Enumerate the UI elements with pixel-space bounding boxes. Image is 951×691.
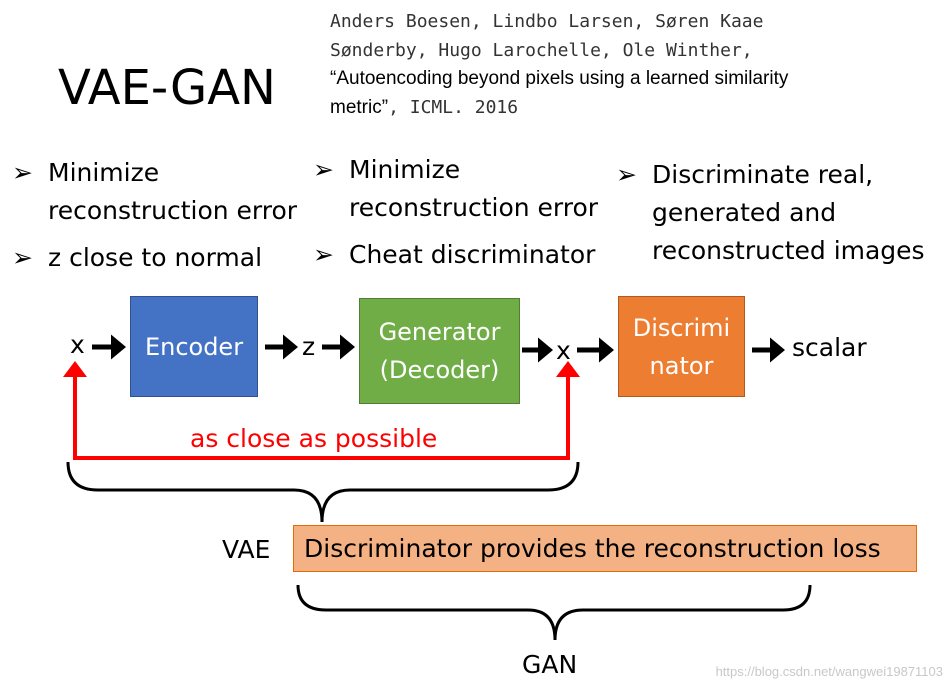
scalar-label: scalar <box>792 333 867 362</box>
input-x-label: x <box>70 330 85 359</box>
bullet-item: ➢ Minimize <box>12 154 297 192</box>
bullet-text: reconstruction error <box>48 196 298 225</box>
generator-box: Generator (Decoder) <box>359 298 520 404</box>
bullet-text: reconstructed images <box>652 236 925 265</box>
bullet-text: generated and <box>652 198 837 227</box>
bullet-arrow-icon: ➢ <box>313 155 334 184</box>
reference-line-2: Sønderby, Hugo Larochelle, Ole Winther, <box>330 39 753 61</box>
generator-label-line2: (Decoder) <box>379 356 500 384</box>
discriminator-bullets: ➢ Discriminate real, generated and recons… <box>616 156 925 270</box>
output-x-label: x <box>556 336 571 365</box>
encoder-label: Encoder <box>144 332 244 361</box>
bullet-arrow-icon: ➢ <box>616 160 637 189</box>
bullet-text: Cheat discriminator <box>349 240 596 269</box>
vae-label: VAE <box>222 535 271 564</box>
reference-line-4b: , ICML. 2016 <box>388 96 519 118</box>
reconstruction-loss-text: Discriminator provides the reconstructio… <box>304 534 881 563</box>
close-loop-line <box>73 374 570 460</box>
bullet-text: Minimize <box>48 158 160 187</box>
watermark: https://blog.csdn.net/wangwei19871103 <box>715 664 943 679</box>
bullet-arrow-icon: ➢ <box>12 158 33 187</box>
reference-line-1: Anders Boesen, Lindbo Larsen, Søren Kaae <box>330 11 764 32</box>
bullet-item: ➢ Minimize <box>313 151 598 189</box>
latent-z-label: z <box>302 332 316 361</box>
bullet-item: ➢ Discriminate real, <box>616 156 925 194</box>
bullet-text: reconstruction error <box>349 193 599 222</box>
bullet-item: ➢ Cheat discriminator <box>313 236 598 274</box>
bullet-item: ➢ z close to normal <box>12 239 297 277</box>
reference-line-4a: metric” <box>330 96 389 118</box>
discriminator-label-line2: nator <box>649 351 714 380</box>
bullet-text: z close to normal <box>48 243 263 272</box>
generator-bullets: ➢ Minimize reconstruction error ➢ Cheat di… <box>313 151 598 274</box>
reference-line-3: “Autoencoding beyond pixels using a lear… <box>330 68 789 89</box>
page-title: VAE-GAN <box>58 60 276 116</box>
reference-citation: Anders Boesen, Lindbo Larsen, Søren Kaae… <box>330 8 788 122</box>
vae-brace <box>66 461 580 523</box>
reference-line-4: metric”, ICML. 2016 <box>330 94 788 123</box>
bullet-arrow-icon: ➢ <box>313 240 334 269</box>
bullet-arrow-icon: ➢ <box>12 243 33 272</box>
encoder-bullets: ➢ Minimize reconstruction error ➢ z close … <box>12 154 297 277</box>
encoder-box: Encoder <box>130 296 258 397</box>
gan-label: GAN <box>522 650 578 679</box>
gan-brace <box>296 584 812 641</box>
discriminator-label-line1: Discrimi <box>632 313 731 342</box>
close-as-possible-label: as close as possible <box>190 424 438 453</box>
discriminator-box: Discrimi nator <box>618 296 745 397</box>
bullet-text: Discriminate real, <box>652 160 874 189</box>
reconstruction-loss-box: Discriminator provides the reconstructio… <box>293 525 917 572</box>
bullet-text: Minimize <box>349 155 461 184</box>
generator-label-line1: Generator <box>378 318 501 346</box>
